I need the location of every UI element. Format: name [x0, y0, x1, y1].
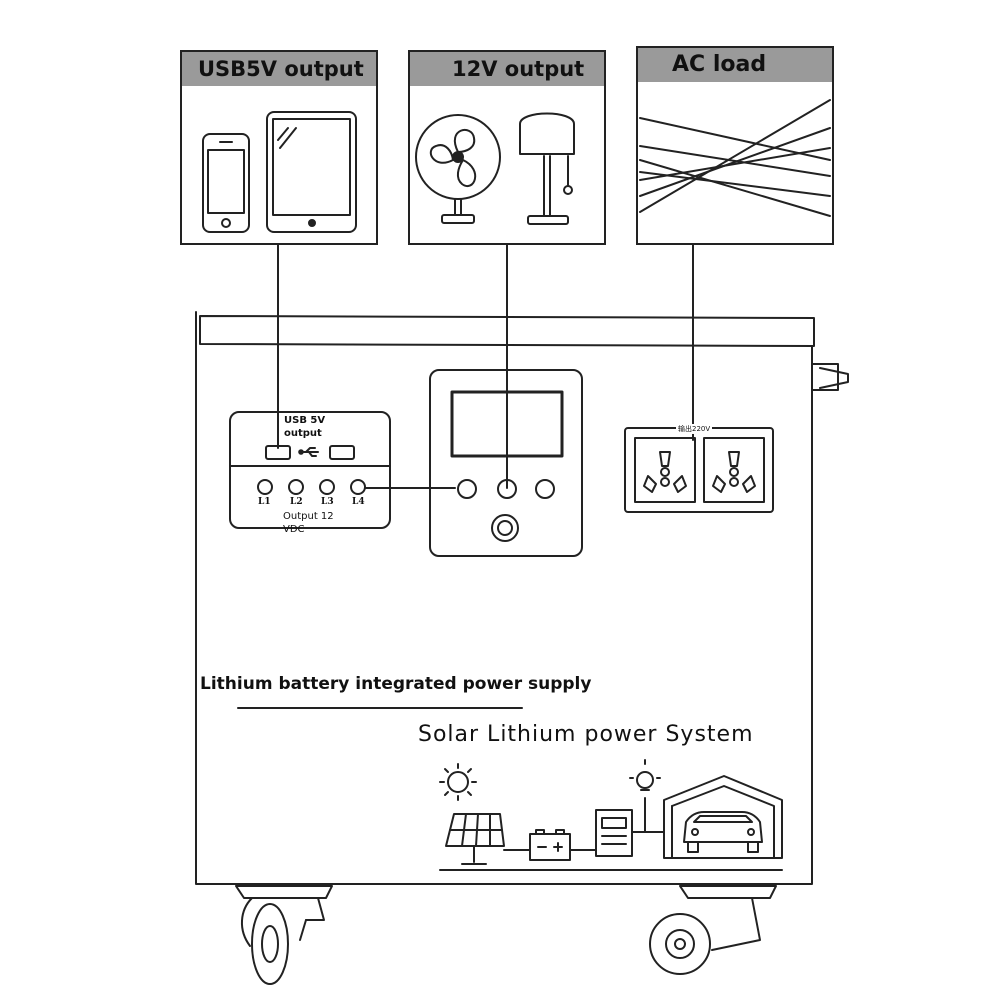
solar-panel-icon: [445, 813, 505, 865]
garage-icon: [663, 775, 783, 859]
outlet-icon: [624, 427, 774, 513]
usb-light-panel: [229, 411, 391, 529]
light-port-L4: L4: [352, 497, 365, 507]
socket-right: [712, 451, 756, 493]
battery-icon: [529, 829, 571, 861]
car-icon: [683, 811, 763, 853]
ac-load-lines-icon: [639, 99, 831, 217]
tablet-icon: [266, 111, 357, 233]
left-caster: [235, 885, 333, 985]
cabinet: [195, 311, 849, 885]
fan-icon: [415, 114, 501, 224]
lightbulb-icon: [629, 759, 661, 791]
system-subtitle: Solar Lithium power System: [418, 722, 754, 747]
inverter-icon: [595, 809, 633, 857]
lamp-icon: [519, 112, 575, 225]
socket-left: [643, 451, 687, 493]
system-flow-illustration: [439, 759, 783, 871]
ac-load-title: AC load: [638, 48, 832, 82]
usb-port-label: USB 5V output: [284, 415, 326, 439]
ac-load-panel: AC load: [636, 46, 834, 245]
socket-label: 输出220V: [676, 424, 713, 434]
sun-icon: [439, 763, 477, 801]
control-unit: [429, 369, 583, 557]
12v-output-title: 12V output: [410, 52, 604, 86]
device-heading: Lithium battery integrated power supply: [200, 674, 592, 694]
light-port-L3: L3: [321, 497, 334, 507]
phone-icon: [202, 133, 250, 233]
right-caster: [649, 885, 777, 975]
light-port-L2: L2: [290, 497, 303, 507]
usb-output-title: USB5V output: [182, 52, 376, 86]
usb-symbol-icon: [298, 447, 319, 457]
light-port-L1: L1: [258, 497, 271, 507]
dc-output-label: Output 12 VDC: [283, 511, 334, 535]
